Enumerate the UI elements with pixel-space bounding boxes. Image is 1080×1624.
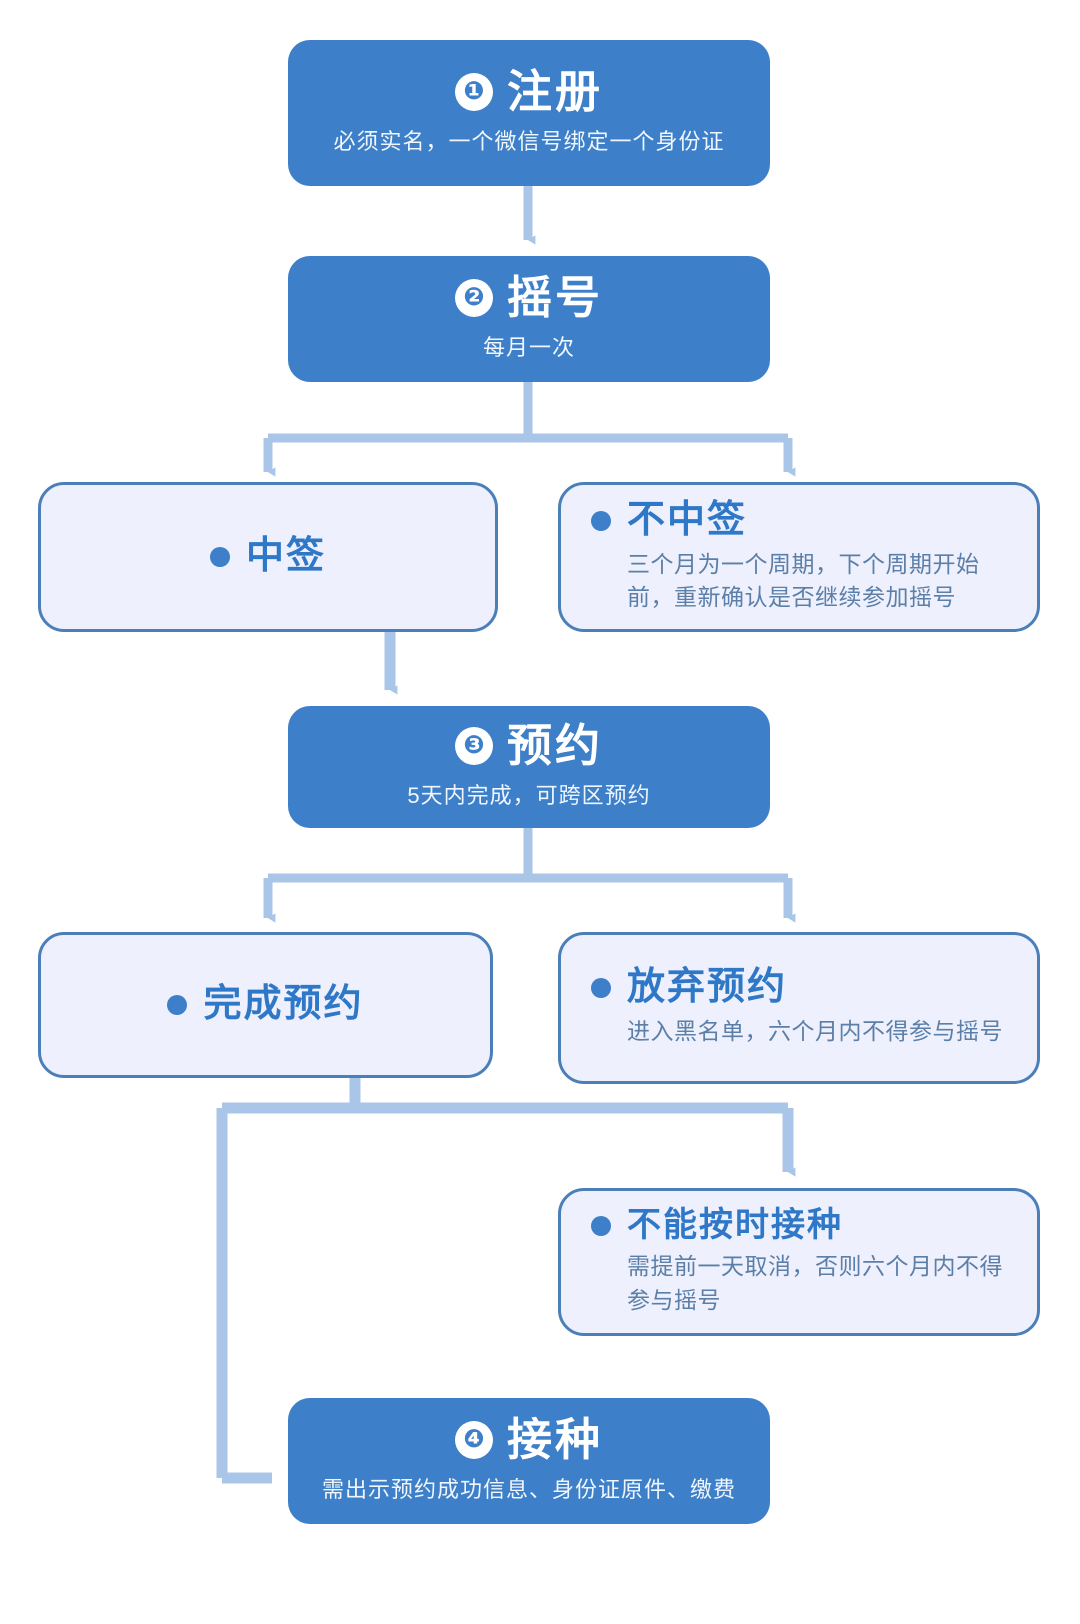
- step-title: 注册: [506, 66, 603, 118]
- step-box-appointment[interactable]: ❸ 预约 5天内完成，可跨区预约: [288, 706, 770, 828]
- step-subtitle: 5天内完成，可跨区预约: [407, 783, 651, 809]
- step-heading: ❹ 接种: [454, 1414, 603, 1466]
- step-number-badge: ❶: [454, 72, 493, 111]
- step-heading: ❸ 预约: [454, 720, 603, 772]
- step-number-badge: ❹: [454, 1420, 493, 1459]
- outcome-head: 不能按时接种: [591, 1205, 1011, 1244]
- outcome-box-booked[interactable]: 完成预约: [38, 932, 493, 1078]
- bullet-dot-icon: [209, 546, 230, 567]
- step-number-badge: ❸: [454, 726, 493, 765]
- step-subtitle: 需出示预约成功信息、身份证原件、缴费: [321, 1477, 736, 1503]
- outcome-description: 进入黑名单，六个月内不得参与摇号: [627, 1018, 1003, 1045]
- outcome-head: 中签: [209, 535, 326, 578]
- step-heading: ❷ 摇号: [454, 272, 603, 324]
- step-heading: ❶ 注册: [454, 66, 603, 118]
- connector-step2-split: [263, 382, 796, 477]
- outcome-box-not-won[interactable]: 不中签 三个月为一个周期，下个周期开始前，重新确认是否继续参加摇号: [558, 482, 1040, 632]
- outcome-title: 不中签: [627, 498, 748, 541]
- outcome-box-won[interactable]: 中签: [38, 482, 498, 632]
- step-number-badge: ❷: [454, 278, 493, 317]
- step-box-lottery[interactable]: ❷ 摇号 每月一次: [288, 256, 770, 382]
- outcome-title: 放弃预约: [627, 966, 788, 1009]
- connector-step3-split: [263, 828, 796, 923]
- step-title: 接种: [506, 1414, 603, 1466]
- outcome-title: 中签: [245, 535, 326, 578]
- outcome-head: 完成预约: [167, 983, 364, 1026]
- step-subtitle: 必须实名，一个微信号绑定一个身份证: [333, 129, 725, 155]
- outcome-box-gave-up[interactable]: 放弃预约 进入黑名单，六个月内不得参与摇号: [558, 932, 1040, 1084]
- bullet-dot-icon: [591, 510, 611, 531]
- outcome-head: 放弃预约: [591, 967, 1011, 1009]
- outcome-description: 需提前一天取消，否则六个月内不得参与摇号: [627, 1253, 1003, 1313]
- step-title: 预约: [506, 720, 603, 772]
- step-title: 摇号: [506, 272, 603, 324]
- outcome-head: 不中签: [591, 498, 1011, 542]
- step-box-register[interactable]: ❶ 注册 必须实名，一个微信号绑定一个身份证: [288, 40, 770, 186]
- outcome-box-missed[interactable]: 不能按时接种 需提前一天取消，否则六个月内不得参与摇号: [558, 1188, 1040, 1336]
- step-subtitle: 每月一次: [482, 335, 575, 361]
- outcome-title: 完成预约: [203, 983, 364, 1026]
- bullet-dot-icon: [591, 1215, 611, 1236]
- step-box-vaccination[interactable]: ❹ 接种 需出示预约成功信息、身份证原件、缴费: [288, 1398, 770, 1524]
- outcome-description: 三个月为一个周期，下个周期开始前，重新确认是否继续参加摇号: [627, 550, 980, 610]
- bullet-dot-icon: [591, 978, 611, 999]
- bullet-dot-icon: [167, 994, 188, 1015]
- outcome-title: 不能按时接种: [627, 1205, 843, 1244]
